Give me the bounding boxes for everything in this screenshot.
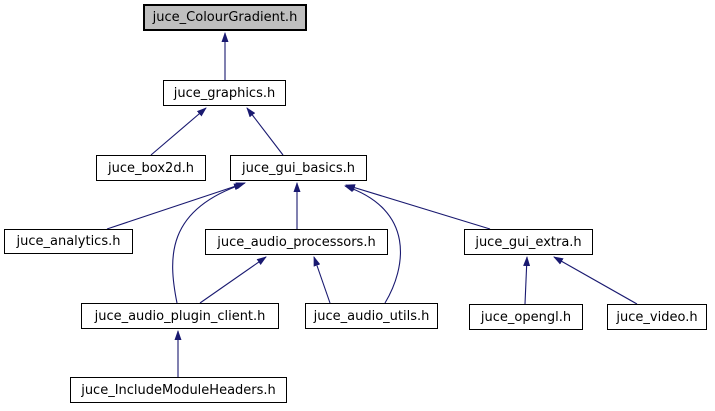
node-label: juce_opengl.h [480,309,572,325]
node-label: juce_gui_basics.h [242,160,355,176]
node-label: juce_video.h [616,309,698,325]
node-label: juce_audio_utils.h [313,308,430,324]
node-juce-video-h[interactable]: juce_video.h [607,304,707,330]
node-label: juce_audio_processors.h [217,234,376,250]
node-juce-gui-basics-h[interactable]: juce_gui_basics.h [230,155,367,181]
node-label: juce_graphics.h [173,85,276,101]
node-label: juce_analytics.h [16,234,121,249]
edge-juce-video-h-to-juce-gui-extra-h [553,256,638,305]
edge-juce-audio-plugin-client-h-to-juce-audio-processors-h [199,256,267,304]
node-label: juce_ColourGradient.h [152,10,298,25]
node-juce-analytics-h[interactable]: juce_analytics.h [4,229,133,254]
edge-juce-opengl-h-to-juce-gui-extra-h [523,256,531,305]
edge-juce-audio-utils-h-to-juce-audio-processors-h [313,256,331,304]
node-juce-graphics-h[interactable]: juce_graphics.h [163,80,286,106]
node-juce-audio-plugin-client-h[interactable]: juce_audio_plugin_client.h [81,303,279,329]
node-juce-audio-processors-h[interactable]: juce_audio_processors.h [205,229,388,255]
edge-juce-analytics-h-to-juce-gui-basics-h [106,182,246,230]
edge-juce-gui-basics-h-to-juce-graphics-h [246,107,284,156]
node-juce-colourgradient-h: juce_ColourGradient.h [143,4,307,31]
node-label: juce_gui_extra.h [475,234,582,250]
node-label: juce_IncludeModuleHeaders.h [81,382,276,398]
node-juce-opengl-h[interactable]: juce_opengl.h [469,304,583,330]
node-juce-includemoduleheaders-h[interactable]: juce_IncludeModuleHeaders.h [70,377,287,403]
edge-juce-box2d-h-to-juce-graphics-h [150,107,207,156]
node-label: juce_audio_plugin_client.h [94,308,266,324]
node-juce-audio-utils-h[interactable]: juce_audio_utils.h [305,303,438,329]
node-label: juce_box2d.h [108,160,194,176]
node-juce-gui-extra-h[interactable]: juce_gui_extra.h [464,229,593,255]
node-juce-box2d-h[interactable]: juce_box2d.h [96,155,206,181]
edge-juce-gui-extra-h-to-juce-gui-basics-h [345,184,491,230]
